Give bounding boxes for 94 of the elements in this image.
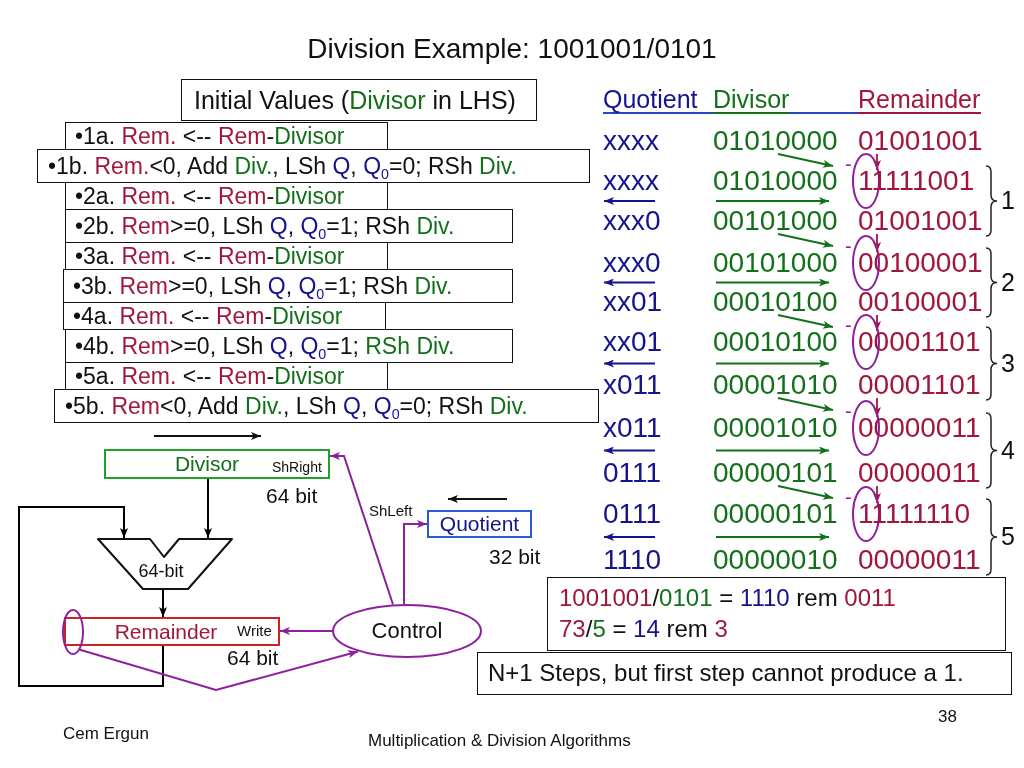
register-box [104, 449, 330, 479]
step-box [65, 242, 388, 270]
table-value: 00101000 [713, 247, 838, 279]
bit-width-label: 64 bit [266, 484, 318, 509]
step-text: •4a. Rem. <-- Rem-Divisor [73, 303, 343, 329]
slide-title: Division Example: 1001001/0101 [307, 33, 717, 66]
step-text: •5b. Rem<0, Add Div., LSh Q, Q$_{0}$=0; RSh Div. [65, 393, 528, 419]
register-name: Quotient [439, 512, 520, 536]
step-box [37, 149, 590, 183]
table-value: 00010100 [713, 326, 838, 358]
table-value: 1110 [603, 544, 662, 576]
table-value: 00010100 [713, 286, 838, 318]
step-box [65, 122, 388, 150]
table-value: 00000101 [713, 498, 838, 530]
step-text: •2b. Rem>=0, LSh Q, Q$_{0}$=1; RSh Div. [75, 213, 455, 239]
table-value: 00001010 [713, 369, 838, 401]
step-number: 3 [1001, 349, 1015, 377]
table-value: 00101000 [713, 205, 838, 237]
author-name: Cem Ergun [63, 724, 149, 744]
table-value: xx01 [603, 286, 663, 318]
table-value: 01001001 [858, 205, 983, 237]
table-value: 00000011 [858, 457, 981, 489]
minus-sign: - [845, 154, 852, 174]
step-box [63, 302, 386, 330]
table-value: 00100001 [858, 286, 983, 318]
footer-text: Multiplication & Division Algorithms [368, 731, 631, 751]
step-number: 5 [1001, 523, 1015, 551]
table-value: xxxx [603, 125, 659, 157]
connector-arrow [18, 506, 164, 687]
bit-width-label: 64 bit [227, 646, 279, 671]
table-value: 00000011 [858, 544, 981, 576]
column-header: Divisor [713, 87, 790, 112]
step-number: 1 [1001, 187, 1015, 215]
table-value: 01010000 [713, 125, 838, 157]
alu-trapezoid [97, 538, 233, 590]
step-box [63, 269, 513, 303]
equation-text: 1001001/0101 = 1110 rem 0011 [559, 585, 896, 612]
table-value: 00000010 [713, 544, 838, 576]
equation-text: 73/5 = 14 rem 3 [559, 616, 728, 643]
connector-arrow [159, 589, 167, 618]
table-value: 01001001 [858, 125, 983, 157]
step-number: 2 [1001, 268, 1015, 296]
step-text: •2a. Rem. <-- Rem-Divisor [75, 183, 345, 209]
table-value: xx01 [603, 326, 663, 358]
table-value: 01010000 [713, 165, 838, 197]
minus-sign: - [845, 236, 852, 256]
column-header: Remainder [858, 87, 981, 112]
table-value: 00000101 [713, 457, 838, 489]
note-text: N+1 Steps, but first step cannot produce a 1. [488, 660, 964, 687]
register-name: Divisor [174, 452, 240, 476]
control-ellipse [332, 604, 482, 658]
register-box [427, 510, 532, 538]
step-text: •1b. Rem.<0, Add Div., LSh Q, Q$_{0}$=0; RSh Div. [48, 153, 517, 179]
step-text: •5a. Rem. <-- Rem-Divisor [75, 363, 345, 389]
table-value: xxx0 [603, 205, 661, 237]
note-text: Initial Values (Divisor in LHS) [194, 86, 516, 114]
column-header: Quotient [603, 87, 698, 112]
result-box [547, 577, 1006, 651]
edge-label: ShRight [272, 460, 322, 476]
table-value: xxxx [603, 165, 659, 197]
table-value: 00001101 [858, 369, 981, 401]
register-box [64, 617, 280, 646]
step-text: •1a. Rem. <-- Rem-Divisor [75, 123, 345, 149]
highlight-ellipse [62, 609, 84, 655]
connector-arrow [329, 452, 394, 606]
connector-arrow [79, 648, 359, 692]
table-value: 0111 [603, 457, 662, 489]
table-value: 00001010 [713, 412, 838, 444]
step-box [65, 209, 513, 243]
step-text: •3b. Rem>=0, LSh Q, Q$_{0}$=1; RSh Div. [73, 273, 453, 299]
table-value: x011 [603, 369, 662, 401]
control-label: Control [371, 618, 443, 644]
connector-arrow [279, 627, 333, 635]
table-value: x011 [603, 412, 662, 444]
step-box [54, 389, 599, 423]
connector-arrow [204, 478, 212, 539]
table-value: xxx0 [603, 247, 661, 279]
step-box [65, 329, 513, 363]
step-box [65, 362, 388, 390]
minus-sign: - [845, 315, 852, 335]
step-box [65, 182, 388, 210]
alu-label: 64-bit [138, 562, 184, 582]
page-number: 38 [938, 707, 957, 727]
table-value: 0111 [603, 498, 662, 530]
step-number: 4 [1001, 436, 1015, 464]
note-box [181, 79, 537, 121]
minus-sign: - [845, 487, 852, 507]
register-name: Remainder [114, 619, 218, 644]
connector-arrow [403, 520, 428, 605]
minus-sign: - [845, 401, 852, 421]
note-box [477, 652, 1012, 695]
step-text: •3a. Rem. <-- Rem-Divisor [75, 243, 345, 269]
bit-width-label: 32 bit [489, 545, 541, 570]
step-text: •4b. Rem>=0, LSh Q, Q$_{0}$=1; RSh Div. [75, 333, 455, 359]
